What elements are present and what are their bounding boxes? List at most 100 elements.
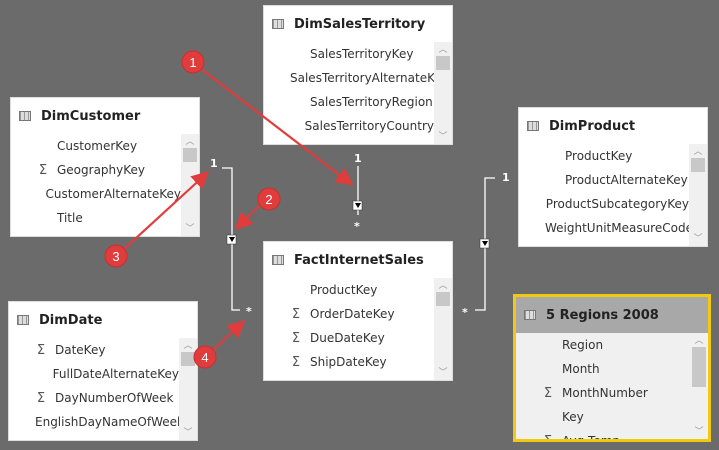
field-name: OrderDateKey [310, 307, 395, 321]
callout-3 [104, 244, 128, 268]
field-name: FullDateAlternateKey [52, 367, 179, 381]
callout-1 [181, 50, 205, 74]
table-name: 5 Regions 2008 [546, 307, 659, 323]
field-row[interactable]: ProductKey [264, 278, 434, 302]
chevron-up-icon[interactable]: ︿ [694, 336, 704, 346]
table-header[interactable]: DimCustomer [11, 98, 199, 134]
field-row[interactable]: Title [11, 206, 181, 230]
table-header[interactable]: 5 Regions 2008 [516, 297, 708, 333]
table-header[interactable]: DimDate [9, 302, 197, 338]
scrollbar[interactable]: ︿﹀ [179, 338, 197, 440]
field-name: SalesTerritoryGroup [310, 143, 428, 144]
field-row[interactable]: ProductAlternateKey [519, 168, 689, 192]
table-header[interactable]: DimSalesTerritory [264, 6, 452, 42]
chevron-up-icon[interactable]: ︿ [438, 45, 448, 55]
callout-label: 2 [265, 192, 272, 207]
field-row[interactable]: CustomerAlternateKey [11, 182, 181, 206]
field-name: CustomerKey [310, 379, 390, 380]
field-row[interactable]: CustomerKey [11, 134, 181, 158]
scrollbar[interactable]: ︿﹀ [181, 134, 199, 236]
cardinality-many: * [246, 305, 252, 318]
field-row[interactable]: SalesTerritoryGroup [264, 138, 434, 144]
scrollbar-thumb[interactable] [183, 148, 197, 162]
scrollbar[interactable]: ︿﹀ [689, 144, 707, 246]
chevron-down-icon[interactable]: ﹀ [693, 234, 703, 244]
field-row[interactable]: SizeUnitMeasureCode [519, 240, 689, 246]
field-name: GeographyKey [57, 163, 146, 177]
scrollbar-thumb[interactable] [181, 352, 195, 366]
field-row[interactable]: SalesTerritoryCountry [264, 114, 434, 138]
table-icon [272, 19, 284, 29]
scrollbar-thumb[interactable] [691, 158, 705, 172]
field-row[interactable]: SalesTerritoryRegion [264, 90, 434, 114]
table-icon [17, 315, 29, 325]
field-row[interactable]: CustomerKey [264, 374, 434, 380]
field-row[interactable]: ProductKey [519, 144, 689, 168]
cardinality-one: 1 [502, 171, 510, 184]
table-name: DimSalesTerritory [294, 16, 426, 32]
sigma-icon: Σ [36, 342, 46, 358]
cardinality-one: 1 [354, 152, 362, 165]
field-name: CustomerKey [57, 139, 138, 153]
cardinality-one: 1 [210, 157, 218, 170]
table-icon [527, 121, 539, 131]
field-row[interactable]: ProductSubcategoryKey [519, 192, 689, 216]
field-name: MonthNumber [562, 386, 648, 400]
table-header[interactable]: DimProduct [519, 108, 707, 144]
chevron-down-icon[interactable]: ﹀ [185, 224, 195, 234]
chevron-up-icon[interactable]: ︿ [183, 341, 193, 351]
table-icon [19, 111, 31, 121]
field-row[interactable]: SalesTerritoryAlternateKey [264, 66, 434, 90]
scrollbar[interactable]: ︿﹀ [434, 278, 452, 380]
table-header[interactable]: FactInternetSales [264, 242, 452, 278]
field-row[interactable]: Region [516, 333, 686, 357]
table-name: DimCustomer [41, 108, 141, 124]
field-name: Month [562, 362, 600, 376]
field-row[interactable]: FirstName [11, 230, 181, 236]
field-row[interactable]: SpanishDayNameOfWeek [9, 434, 179, 440]
field-name: EnglishDayNameOfWeek [35, 415, 179, 429]
scrollbar[interactable]: ︿﹀ [690, 333, 708, 439]
field-row[interactable]: Month [516, 357, 686, 381]
callout-label: 3 [112, 249, 119, 264]
chevron-up-icon[interactable]: ︿ [693, 147, 703, 157]
field-row[interactable]: FullDateAlternateKey [9, 362, 179, 386]
field-row[interactable]: EnglishDayNameOfWeek [9, 410, 179, 434]
scrollbar-thumb[interactable] [436, 292, 450, 306]
field-row[interactable]: Key [516, 405, 686, 429]
field-row[interactable]: WeightUnitMeasureCode [519, 216, 689, 240]
field-name: ProductSubcategoryKey [545, 197, 689, 211]
table-icon [272, 255, 284, 265]
field-name: SalesTerritoryRegion [310, 95, 433, 109]
chevron-down-icon[interactable]: ﹀ [438, 368, 448, 378]
scrollbar-thumb[interactable] [692, 347, 706, 387]
scrollbar-thumb[interactable] [436, 56, 450, 70]
field-name: SalesTerritoryAlternateKey [290, 71, 434, 85]
scrollbar[interactable]: ︿﹀ [434, 42, 452, 144]
chevron-down-icon[interactable]: ﹀ [183, 428, 193, 438]
field-name: SpanishDayNameOfWeek [35, 439, 179, 440]
field-row[interactable]: SalesTerritoryKey [264, 42, 434, 66]
chevron-down-icon[interactable]: ﹀ [694, 427, 704, 437]
table-name: DimDate [39, 312, 103, 328]
chevron-up-icon[interactable]: ︿ [185, 137, 195, 147]
chevron-up-icon[interactable]: ︿ [438, 281, 448, 291]
chevron-down-icon[interactable]: ﹀ [438, 132, 448, 142]
cardinality-many: * [462, 306, 468, 319]
